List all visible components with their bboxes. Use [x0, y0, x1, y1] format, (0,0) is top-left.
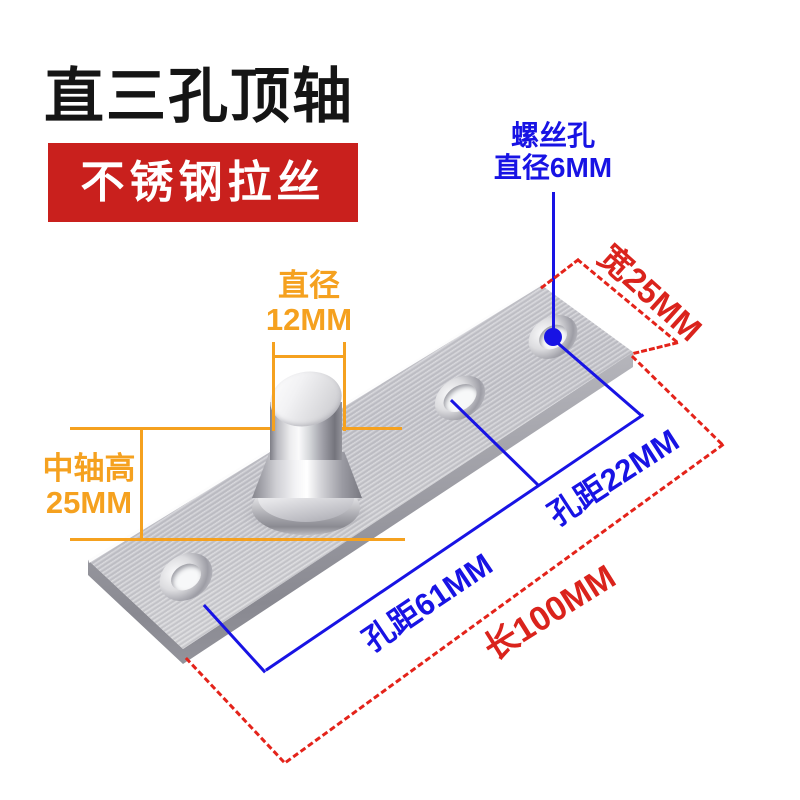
pin-height-label-line1: 中轴高: [42, 451, 136, 486]
pin-height-label-line2: 25MM: [45, 485, 133, 520]
pin-diameter-label-line1: 直径: [278, 268, 340, 303]
pin-diameter-right-tick: [343, 342, 346, 431]
screw-hole-callout-line: [552, 192, 555, 338]
pin-height-top-line: [70, 427, 402, 430]
plate-width-extension-line-top: [540, 257, 581, 290]
pin-diameter-dimension-line: [274, 355, 346, 358]
screw-hole-label: 螺丝孔 直径6MM: [433, 120, 673, 184]
plate-length-extension-line-left: [184, 657, 286, 764]
plate-width-label: 宽25MM: [591, 237, 710, 349]
plate-width-extension-line-bottom: [633, 341, 679, 355]
pin-diameter-left-tick: [272, 342, 275, 431]
pin-diameter-label: 直径 12MM: [219, 269, 399, 337]
pin-diameter-label-line2: 12MM: [265, 302, 353, 337]
pin-height-label: 中轴高 25MM: [20, 452, 158, 520]
pin-height-vertical-line: [140, 427, 143, 541]
hole-spacing-61-label: 孔距61MM: [356, 546, 499, 659]
page-title: 直三孔顶轴: [44, 63, 354, 130]
screw-hole-label-line1: 螺丝孔: [510, 120, 595, 151]
screw-hole-label-line2: 直径6MM: [493, 152, 613, 183]
pin-height-bottom-line: [70, 538, 405, 541]
screw-hole-callout-dot: [544, 328, 562, 346]
material-badge: 不锈钢拉丝: [48, 143, 358, 222]
